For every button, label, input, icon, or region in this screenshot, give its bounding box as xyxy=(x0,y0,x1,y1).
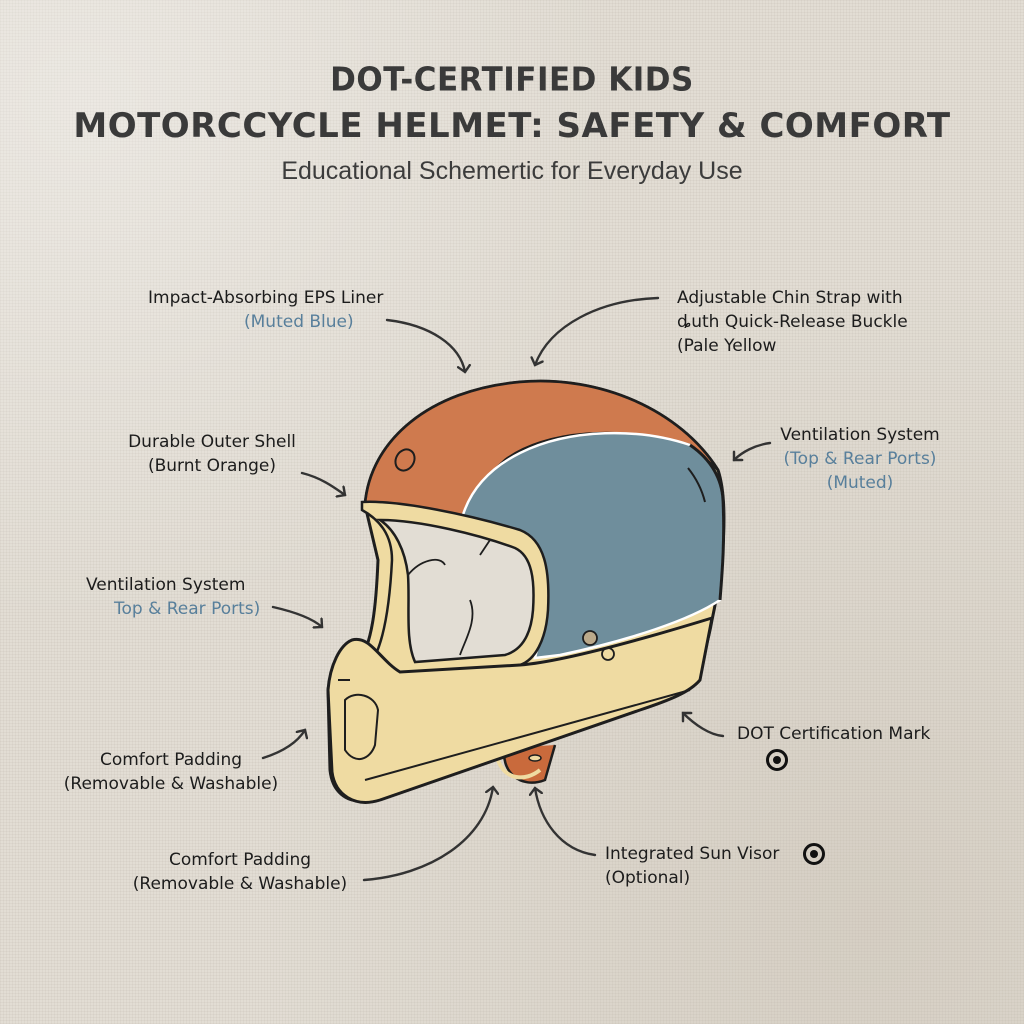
title-line-1: DOT-CERTIFIED KIDS xyxy=(330,61,694,99)
chin-strap-illustration xyxy=(496,744,557,784)
label-eps-liner: Impact-Absorbing EPS Liner (Muted Blue) xyxy=(148,286,383,334)
title-line-2: MOTORCCYCLE HELMET: SAFETY & COMFORT xyxy=(73,106,951,146)
label-outer-shell-color: (Burnt Orange) xyxy=(147,456,277,476)
label-comfort-padding-2-title: Comfort Padding xyxy=(168,850,312,870)
subtitle: Educational Schemertic for Everyday Use xyxy=(281,157,743,185)
label-eps-liner-color: (Muted Blue) xyxy=(244,312,354,332)
label-dot-mark-title: DOT Certification Mark xyxy=(737,724,931,744)
label-chin-strap-line3: (Pale Yellow xyxy=(677,336,777,356)
label-comfort-padding-2-note: (Removable & Washable) xyxy=(132,874,348,894)
label-chin-strap: Adjustable Chin Strap with ȡuth Quick-Re… xyxy=(677,286,908,358)
bullseye-icon xyxy=(803,843,825,865)
label-ventilation-right-title: Ventilation System xyxy=(780,425,940,445)
label-outer-shell: Durable Outer Shell (Burnt Orange) xyxy=(112,430,312,478)
label-ventilation-left-ports: Top & Rear Ports) xyxy=(114,599,261,619)
label-comfort-padding-1-title: Comfort Padding xyxy=(99,750,243,770)
label-ventilation-left: Ventilation System Top & Rear Ports) xyxy=(86,573,260,621)
label-sun-visor: Integrated Sun Visor (Optional) xyxy=(605,842,779,890)
label-eps-liner-title: Impact-Absorbing EPS Liner xyxy=(148,288,384,308)
label-sun-visor-note: (Optional) xyxy=(605,868,691,888)
label-ventilation-right-ports: (Top & Rear Ports) xyxy=(783,449,937,469)
helmet-shell-illustration xyxy=(326,379,726,804)
label-comfort-padding-1-note: (Removable & Washable) xyxy=(63,774,279,794)
callout-arrows xyxy=(261,296,772,882)
label-ventilation-right-muted: (Muted) xyxy=(826,473,894,493)
label-ventilation-right: Ventilation System (Top & Rear Ports) (M… xyxy=(770,423,950,495)
label-chin-strap-line2: ȡuth Quick-Release Buckle xyxy=(677,312,908,332)
label-dot-mark: DOT Certification Mark xyxy=(737,722,930,746)
label-outer-shell-title: Durable Outer Shell xyxy=(128,432,296,452)
label-chin-strap-line1: Adjustable Chin Strap with xyxy=(677,288,903,308)
label-sun-visor-title: Integrated Sun Visor xyxy=(605,844,780,864)
label-comfort-padding-2: Comfort Padding (Removable & Washable) xyxy=(120,848,360,896)
label-comfort-padding-1: Comfort Padding (Removable & Washable) xyxy=(56,748,286,796)
bullseye-icon xyxy=(766,749,788,771)
label-ventilation-left-title: Ventilation System xyxy=(86,575,246,595)
